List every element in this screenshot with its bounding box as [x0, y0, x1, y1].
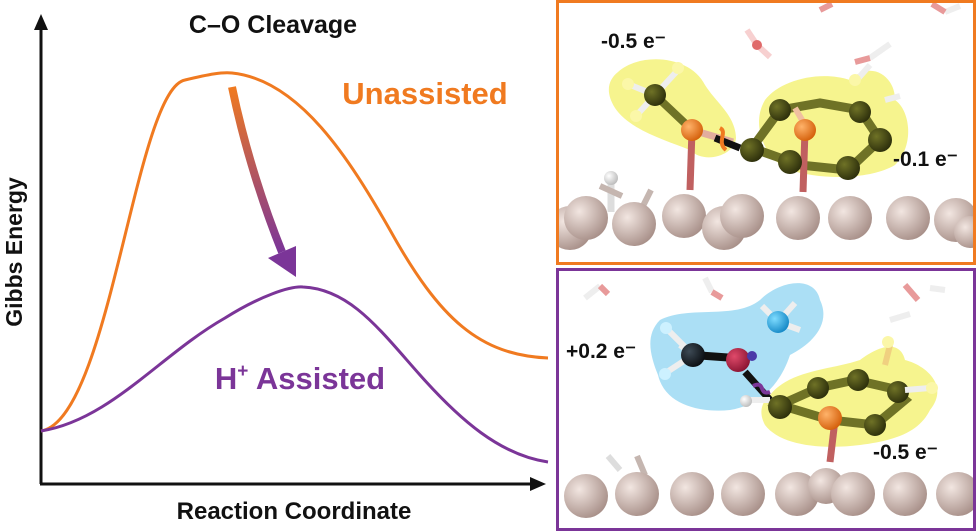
unassisted-label: Unassisted — [342, 76, 507, 111]
barrier-lowering-arrow — [228, 86, 286, 254]
top-charge-right: -0.1 e⁻ — [893, 148, 958, 171]
aromatic-ring-bottom — [767, 336, 938, 463]
charge-density-yellow — [761, 346, 938, 447]
bottom-charge-left: +0.2 e⁻ — [566, 340, 636, 363]
metal-surface — [556, 194, 975, 250]
oxygen-atom — [681, 119, 703, 141]
assisted-label-h: H — [215, 361, 237, 396]
bottom-panel-border — [556, 268, 976, 531]
water-molecule — [744, 28, 773, 60]
assisted-structure-panel: +0.2 e⁻ -0.5 e⁻ — [556, 268, 976, 531]
aromatic-ring — [740, 63, 901, 193]
assisted-label-rest: Assisted — [248, 361, 385, 396]
methyl-carbon-bottom — [681, 343, 705, 367]
y-axis-label: Gibbs Energy — [1, 177, 27, 327]
metal-surface-bottom — [564, 468, 975, 518]
top-panel-border — [556, 0, 976, 265]
x-axis-label: Reaction Coordinate — [177, 498, 412, 525]
assisted-label: H+ Assisted — [215, 361, 385, 396]
y-axis-arrowhead — [34, 14, 48, 30]
assisted-label-plus: + — [237, 361, 248, 382]
proton-oxygen — [767, 311, 789, 333]
x-axis-arrowhead — [530, 477, 546, 491]
chart-title: C–O Cleavage — [189, 11, 357, 39]
bottom-charge-right: -0.5 e⁻ — [873, 441, 938, 464]
methyl-carbon — [644, 84, 666, 106]
top-charge-left: -0.5 e⁻ — [601, 30, 666, 53]
oxygen-atom-bottom — [726, 348, 750, 372]
unassisted-structure-panel: -0.5 e⁻ -0.1 e⁻ — [556, 0, 976, 265]
energy-profile: C–O Cleavage Gibbs Energy Reaction Coord… — [1, 11, 549, 525]
assisted-curve — [40, 285, 549, 464]
unassisted-curve — [40, 71, 549, 433]
barrier-lowering-arrowhead — [268, 246, 296, 277]
